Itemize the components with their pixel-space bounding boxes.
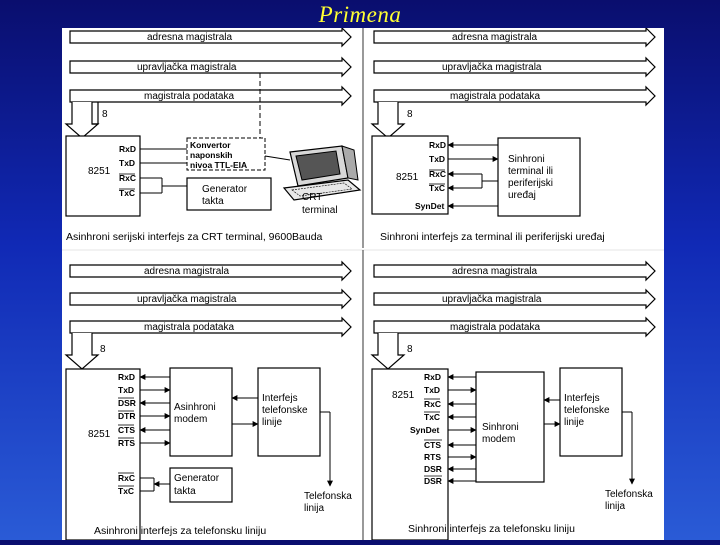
address-bus-label: adresna magistrala — [147, 32, 232, 43]
data-bus-label: magistrala podataka — [450, 91, 540, 102]
pin-syndet: SynDet — [410, 425, 439, 435]
pin-txd: TxD — [118, 385, 134, 395]
address-bus-label: adresna magistrala — [452, 32, 537, 43]
level-converter-box — [186, 137, 266, 171]
modem-line-1: Sinhroni — [482, 422, 519, 433]
pin-rxd: RxD — [429, 140, 446, 150]
sync-terminal-box — [497, 137, 581, 217]
panel-bottom-right: adresna magistrala upravljačka magistral… — [370, 260, 656, 541]
pin-txc: TxC — [119, 188, 135, 198]
crt-terminal-icon — [282, 145, 362, 201]
interface-line-3: linije — [262, 417, 282, 428]
device-line-1: Sinhroni — [508, 154, 545, 165]
control-bus-label: upravljačka magistrala — [137, 62, 237, 73]
control-bus-label: upravljačka magistrala — [442, 294, 542, 305]
control-bus-label: upravljačka magistrala — [442, 62, 542, 73]
chip-label: 8251 — [396, 172, 419, 183]
terminal-label-2: terminal — [302, 205, 338, 216]
control-bus: upravljačka magistrala — [69, 56, 352, 78]
interface-line-2: telefonske — [564, 405, 610, 416]
interface-line-2: telefonske — [262, 405, 308, 416]
chip-8251 — [371, 135, 449, 215]
caption-top-left: Asinhroni serijski interfejs za CRT term… — [66, 231, 323, 243]
chip-8251 — [65, 135, 141, 217]
line-label-2: linija — [605, 501, 625, 512]
bus-width-label: 8 — [407, 109, 413, 120]
slide-title: Primena — [318, 2, 402, 27]
interface-line-1: Interfejs — [262, 393, 298, 404]
converter-line-1: Konvertor — [190, 140, 231, 150]
data-bus: magistrala podataka — [69, 85, 352, 107]
line-label-1: Telefonska — [605, 489, 653, 500]
pin-rts: RTS — [118, 438, 135, 448]
caption-bottom-left: Asinhroni interfejs za telefonsku liniju — [94, 525, 266, 537]
pin-txc: TxC — [424, 412, 440, 422]
pin-cts: CTS — [424, 440, 441, 450]
pin-rts: RTS — [424, 452, 441, 462]
pin-txc: TxC — [118, 486, 134, 496]
address-bus: adresna magistrala — [69, 26, 352, 48]
generator-line-2: takta — [202, 196, 224, 207]
bus-width-label: 8 — [407, 344, 413, 355]
control-bus-label: upravljačka magistrala — [137, 294, 237, 305]
pin-dsr: DSR — [118, 398, 136, 408]
data-bus-label: magistrala podataka — [144, 322, 234, 333]
pin-rxd: RxD — [118, 372, 135, 382]
pin-rxc: RxC — [424, 399, 441, 409]
line-label-1: Telefonska — [304, 491, 352, 502]
pin-rxd: RxD — [424, 372, 441, 382]
data-bus-label: magistrala podataka — [450, 322, 540, 333]
caption-top-right: Sinhroni interfejs za terminal ili perif… — [380, 231, 605, 243]
generator-line-1: Generator — [202, 184, 248, 195]
async-modem-box — [169, 367, 233, 457]
chip-8251 — [371, 368, 449, 541]
diagram-area: adresna magistrala upravljačka magistral… — [62, 26, 664, 541]
bus-width-label: 8 — [102, 109, 108, 120]
clock-generator-box — [169, 467, 233, 503]
pin-rxc: RxC — [119, 173, 136, 183]
pin-dsr-2: DSR — [424, 476, 442, 486]
pin-txd: TxD — [429, 154, 445, 164]
panel-bottom-left: adresna magistrala upravljačka magistral… — [64, 260, 352, 541]
panel-top-left: adresna magistrala upravljačka magistral… — [64, 26, 362, 243]
chip-label: 8251 — [88, 166, 111, 177]
data-bus-label: magistrala podataka — [144, 91, 234, 102]
address-bus-label: adresna magistrala — [144, 266, 229, 277]
address-bus-label: adresna magistrala — [452, 266, 537, 277]
pin-txd: TxD — [119, 158, 135, 168]
terminal-label-1: CRT — [302, 192, 322, 203]
modem-line-2: modem — [174, 414, 207, 425]
generator-line-1: Generator — [174, 473, 220, 484]
device-line-4: uređaj — [508, 190, 536, 201]
clock-generator-box — [186, 177, 272, 211]
interface-line-3: linije — [564, 417, 584, 428]
modem-line-2: modem — [482, 434, 515, 445]
pin-dtr: DTR — [118, 411, 135, 421]
generator-line-2: takta — [174, 486, 196, 497]
pin-dsr: DSR — [424, 464, 442, 474]
pin-rxd: RxD — [119, 144, 136, 154]
bus-width-label: 8 — [100, 344, 106, 355]
chip-8251 — [65, 368, 141, 541]
pin-rxc: RxC — [429, 169, 446, 179]
pin-syndet: SynDet — [415, 201, 444, 211]
phone-interface-box — [559, 367, 623, 457]
line-label-2: linija — [304, 503, 324, 514]
phone-interface-box — [257, 367, 321, 457]
pin-cts: CTS — [118, 425, 135, 435]
chip-label: 8251 — [88, 429, 111, 440]
chip-label: 8251 — [392, 390, 415, 401]
pin-txd: TxD — [424, 385, 440, 395]
device-line-3: periferijski — [508, 178, 553, 189]
interface-line-1: Interfejs — [564, 393, 600, 404]
pin-rxc: RxC — [118, 473, 135, 483]
sync-modem-box — [475, 371, 545, 483]
converter-line-2: naponskih — [190, 150, 233, 160]
caption-bottom-right: Sinhroni interfejs za telefonsku liniju — [408, 523, 575, 535]
panel-top-right: adresna magistrala upravljačka magistral… — [370, 26, 656, 243]
pin-txc: TxC — [429, 183, 445, 193]
converter-line-3: nivoa TTL-EIA — [190, 160, 247, 170]
device-line-2: terminal ili — [508, 166, 553, 177]
modem-line-1: Asinhroni — [174, 402, 216, 413]
